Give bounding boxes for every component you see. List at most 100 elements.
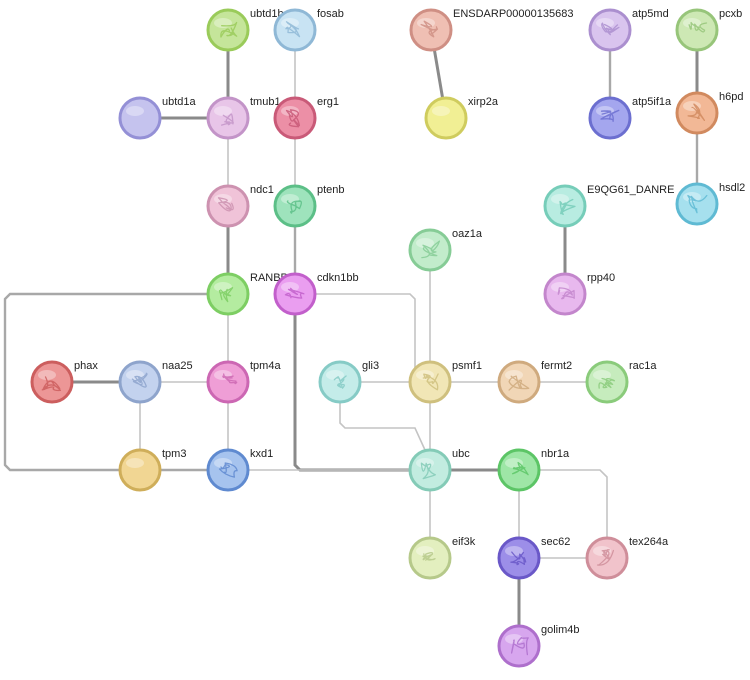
node-label: tpm4a [250, 360, 281, 372]
node-circle[interactable] [675, 182, 719, 226]
node-fermt2[interactable]: fermt2 [497, 360, 572, 404]
node-highlight [551, 282, 569, 292]
node-highlight [281, 18, 299, 28]
edge-ranbp2-tpm3[interactable] [3, 292, 210, 472]
node-eif3k[interactable]: eif3k [408, 536, 476, 580]
node-h6pd[interactable]: h6pd [675, 91, 743, 135]
node-label: tmub1 [250, 96, 281, 108]
node-circle[interactable] [206, 448, 250, 492]
node-circle[interactable] [408, 448, 452, 492]
edge-gli3-ubc[interactable] [339, 381, 426, 451]
node-highlight [214, 282, 232, 292]
node-highlight [596, 18, 614, 28]
node-ubtd1b[interactable]: ubtd1b [206, 8, 284, 52]
node-circle[interactable] [118, 448, 162, 492]
protein-structure-icon [420, 20, 439, 38]
node-ensdarp[interactable]: ENSDARP00000135683 [409, 8, 573, 52]
node-sec62[interactable]: sec62 [497, 536, 570, 580]
node-label: h6pd [719, 91, 743, 103]
protein-structure-icon [131, 372, 148, 388]
node-gli3[interactable]: gli3 [318, 360, 379, 404]
node-pcxb[interactable]: pcxb [675, 8, 742, 52]
node-cdkn1bb[interactable]: cdkn1bb [273, 272, 359, 316]
node-label: E9QG61_DANRE [587, 184, 674, 196]
node-label: ENSDARP00000135683 [453, 8, 573, 20]
node-circle[interactable] [497, 624, 541, 668]
node-highlight [126, 106, 144, 116]
protein-structure-icon [333, 375, 347, 389]
protein-structure-icon [511, 461, 529, 476]
node-highlight [593, 370, 611, 380]
node-highlight [416, 238, 434, 248]
node-ubtd1a[interactable]: ubtd1a [118, 96, 197, 140]
node-xirp2a[interactable]: xirp2a [424, 96, 499, 140]
node-label: tex264a [629, 536, 669, 548]
node-label: gli3 [362, 360, 379, 372]
node-highlight [432, 106, 450, 116]
protein-structure-icon [687, 194, 708, 214]
node-ndc1[interactable]: ndc1 [206, 184, 274, 228]
node-rpp40[interactable]: rpp40 [543, 272, 615, 316]
node-label: tpm3 [162, 448, 186, 460]
node-circle[interactable] [206, 8, 250, 52]
node-label: golim4b [541, 624, 580, 636]
protein-structure-icon [218, 287, 234, 303]
node-highlight [214, 106, 232, 116]
node-tpm3[interactable]: tpm3 [118, 448, 186, 492]
node-circle[interactable] [206, 360, 250, 404]
node-nbr1a[interactable]: nbr1a [497, 448, 570, 492]
node-highlight [281, 106, 299, 116]
protein-structure-icon [285, 109, 301, 128]
node-label: naa25 [162, 360, 193, 372]
node-highlight [505, 546, 523, 556]
node-kxd1[interactable]: kxd1 [206, 448, 273, 492]
node-tpm4a[interactable]: tpm4a [206, 360, 281, 404]
edge-cdkn1bb-psmf1[interactable] [314, 293, 416, 383]
node-highlight [38, 370, 56, 380]
node-ptenb[interactable]: ptenb [273, 184, 345, 228]
protein-structure-icon [598, 377, 616, 389]
node-ranbp2[interactable]: RANBP2 [206, 272, 294, 316]
node-circle[interactable] [424, 96, 468, 140]
node-erg1[interactable]: erg1 [273, 96, 339, 140]
node-hsdl2[interactable]: hsdl2 [675, 182, 745, 226]
node-circle[interactable] [588, 8, 632, 52]
node-circle[interactable] [408, 228, 452, 272]
node-fosab[interactable]: fosab [273, 8, 344, 52]
node-rac1a[interactable]: rac1a [585, 360, 657, 404]
node-label: fosab [317, 8, 344, 20]
node-circle[interactable] [273, 8, 317, 52]
protein-structure-icon [222, 373, 238, 385]
node-label: sec62 [541, 536, 570, 548]
node-circle[interactable] [408, 536, 452, 580]
node-atp5md[interactable]: atp5md [588, 8, 669, 52]
node-ubc[interactable]: ubc [408, 448, 470, 492]
node-label: oaz1a [452, 228, 483, 240]
protein-structure-icon [510, 551, 527, 566]
protein-structure-icon [220, 113, 234, 126]
node-atp5if1a[interactable]: atp5if1a [588, 96, 672, 140]
node-oaz1a[interactable]: oaz1a [408, 228, 483, 272]
node-label: kxd1 [250, 448, 273, 460]
node-label: xirp2a [468, 96, 499, 108]
node-label: ptenb [317, 184, 345, 196]
node-circle[interactable] [273, 272, 317, 316]
node-label: rpp40 [587, 272, 615, 284]
node-phax[interactable]: phax [30, 360, 98, 404]
protein-structure-icon [508, 375, 530, 391]
node-tex264a[interactable]: tex264a [585, 536, 669, 580]
node-label: atp5md [632, 8, 669, 20]
node-golim4b[interactable]: golim4b [497, 624, 580, 668]
node-label: ndc1 [250, 184, 274, 196]
node-circle[interactable] [118, 96, 162, 140]
node-naa25[interactable]: naa25 [118, 360, 193, 404]
node-highlight [683, 101, 701, 111]
node-tmub1[interactable]: tmub1 [206, 96, 281, 140]
node-label: psmf1 [452, 360, 482, 372]
node-psmf1[interactable]: psmf1 [408, 360, 482, 404]
node-label: phax [74, 360, 98, 372]
edge-nbr1a-tex264a[interactable] [518, 469, 608, 559]
node-e9qg61[interactable]: E9QG61_DANRE [543, 184, 674, 228]
protein-structure-icon [557, 287, 575, 300]
